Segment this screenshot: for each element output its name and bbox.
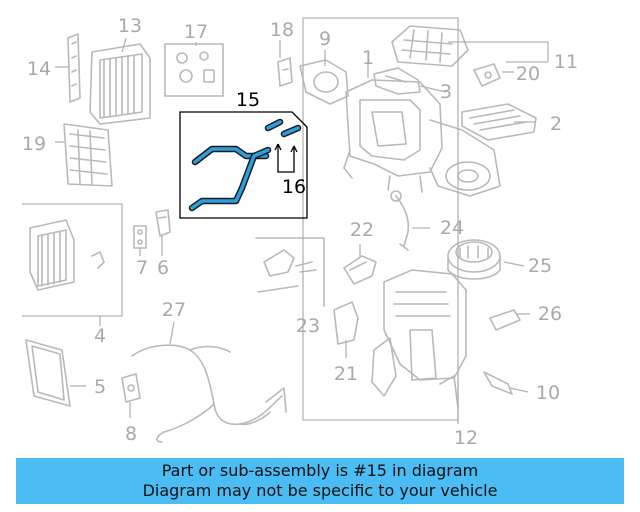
banner-line-1: Part or sub-assembly is #15 in diagram <box>161 461 479 480</box>
callout-10: 10 <box>536 382 560 404</box>
part-19-core <box>63 123 113 187</box>
callout-20: 20 <box>516 63 540 85</box>
callout-18: 18 <box>270 19 294 41</box>
callout-3: 3 <box>440 81 452 103</box>
banner-line-2: Diagram may not be specific to your vehi… <box>142 481 498 500</box>
part-18-sensor <box>277 57 293 87</box>
part-9-flange <box>299 59 349 105</box>
callout-13: 13 <box>118 15 142 37</box>
callout-26: 26 <box>538 303 562 325</box>
part-7-sensor <box>133 225 147 249</box>
part-4-evaporator <box>29 219 105 291</box>
part-2-cabin-filter <box>461 103 537 141</box>
part-5-frame <box>25 339 71 407</box>
callout-17: 17 <box>184 21 208 43</box>
part-13-heater-core <box>89 43 151 125</box>
part-20-actuator <box>473 63 501 87</box>
part-26-flap <box>489 309 521 331</box>
callout-25: 25 <box>528 255 552 277</box>
part-1-hvac-housing <box>343 79 501 197</box>
callout-8: 8 <box>125 423 137 445</box>
callout-16: 16 <box>282 176 306 198</box>
callout-11: 11 <box>554 51 578 73</box>
callout-7: 7 <box>136 257 148 279</box>
callout-2: 2 <box>550 113 562 135</box>
callout-4: 4 <box>94 325 106 347</box>
callout-14: 14 <box>27 58 51 80</box>
callout-6: 6 <box>157 257 169 279</box>
callout-5: 5 <box>94 376 106 398</box>
part-17-fastener-kit <box>164 43 224 97</box>
callout-21: 21 <box>334 363 358 385</box>
part-15-highlight <box>179 111 308 219</box>
part-3-plate <box>373 67 421 95</box>
part-23-bracket-kit <box>255 237 325 307</box>
callout-22: 22 <box>350 219 374 241</box>
callout-9: 9 <box>319 28 331 50</box>
info-banner: Part or sub-assembly is #15 in diagram D… <box>16 458 624 504</box>
parts-diagram: 1 2 3 4 5 6 7 8 9 10 11 12 13 14 15 16 1… <box>22 15 578 449</box>
callout-23: 23 <box>296 315 320 337</box>
callout-19: 19 <box>22 133 46 155</box>
callout-1: 1 <box>362 47 374 69</box>
part-8-grommet <box>121 373 141 403</box>
callout-12: 12 <box>454 427 478 449</box>
part-6-valve <box>155 209 171 237</box>
part-14-bracket <box>67 33 81 103</box>
leader-lines <box>22 17 549 424</box>
part-24-sensor-wire <box>390 190 410 251</box>
callout-15: 15 <box>236 89 260 111</box>
part-27-wiring-harness <box>131 344 287 443</box>
part-11-top-module <box>391 25 469 67</box>
part-25-blower <box>447 239 501 280</box>
part-10-actuator <box>483 371 513 395</box>
callout-27: 27 <box>162 299 186 321</box>
callout-24: 24 <box>440 217 464 239</box>
part-21-door <box>333 301 359 345</box>
part-12-lower-housing <box>371 269 467 409</box>
part-22-resistor <box>343 255 377 285</box>
